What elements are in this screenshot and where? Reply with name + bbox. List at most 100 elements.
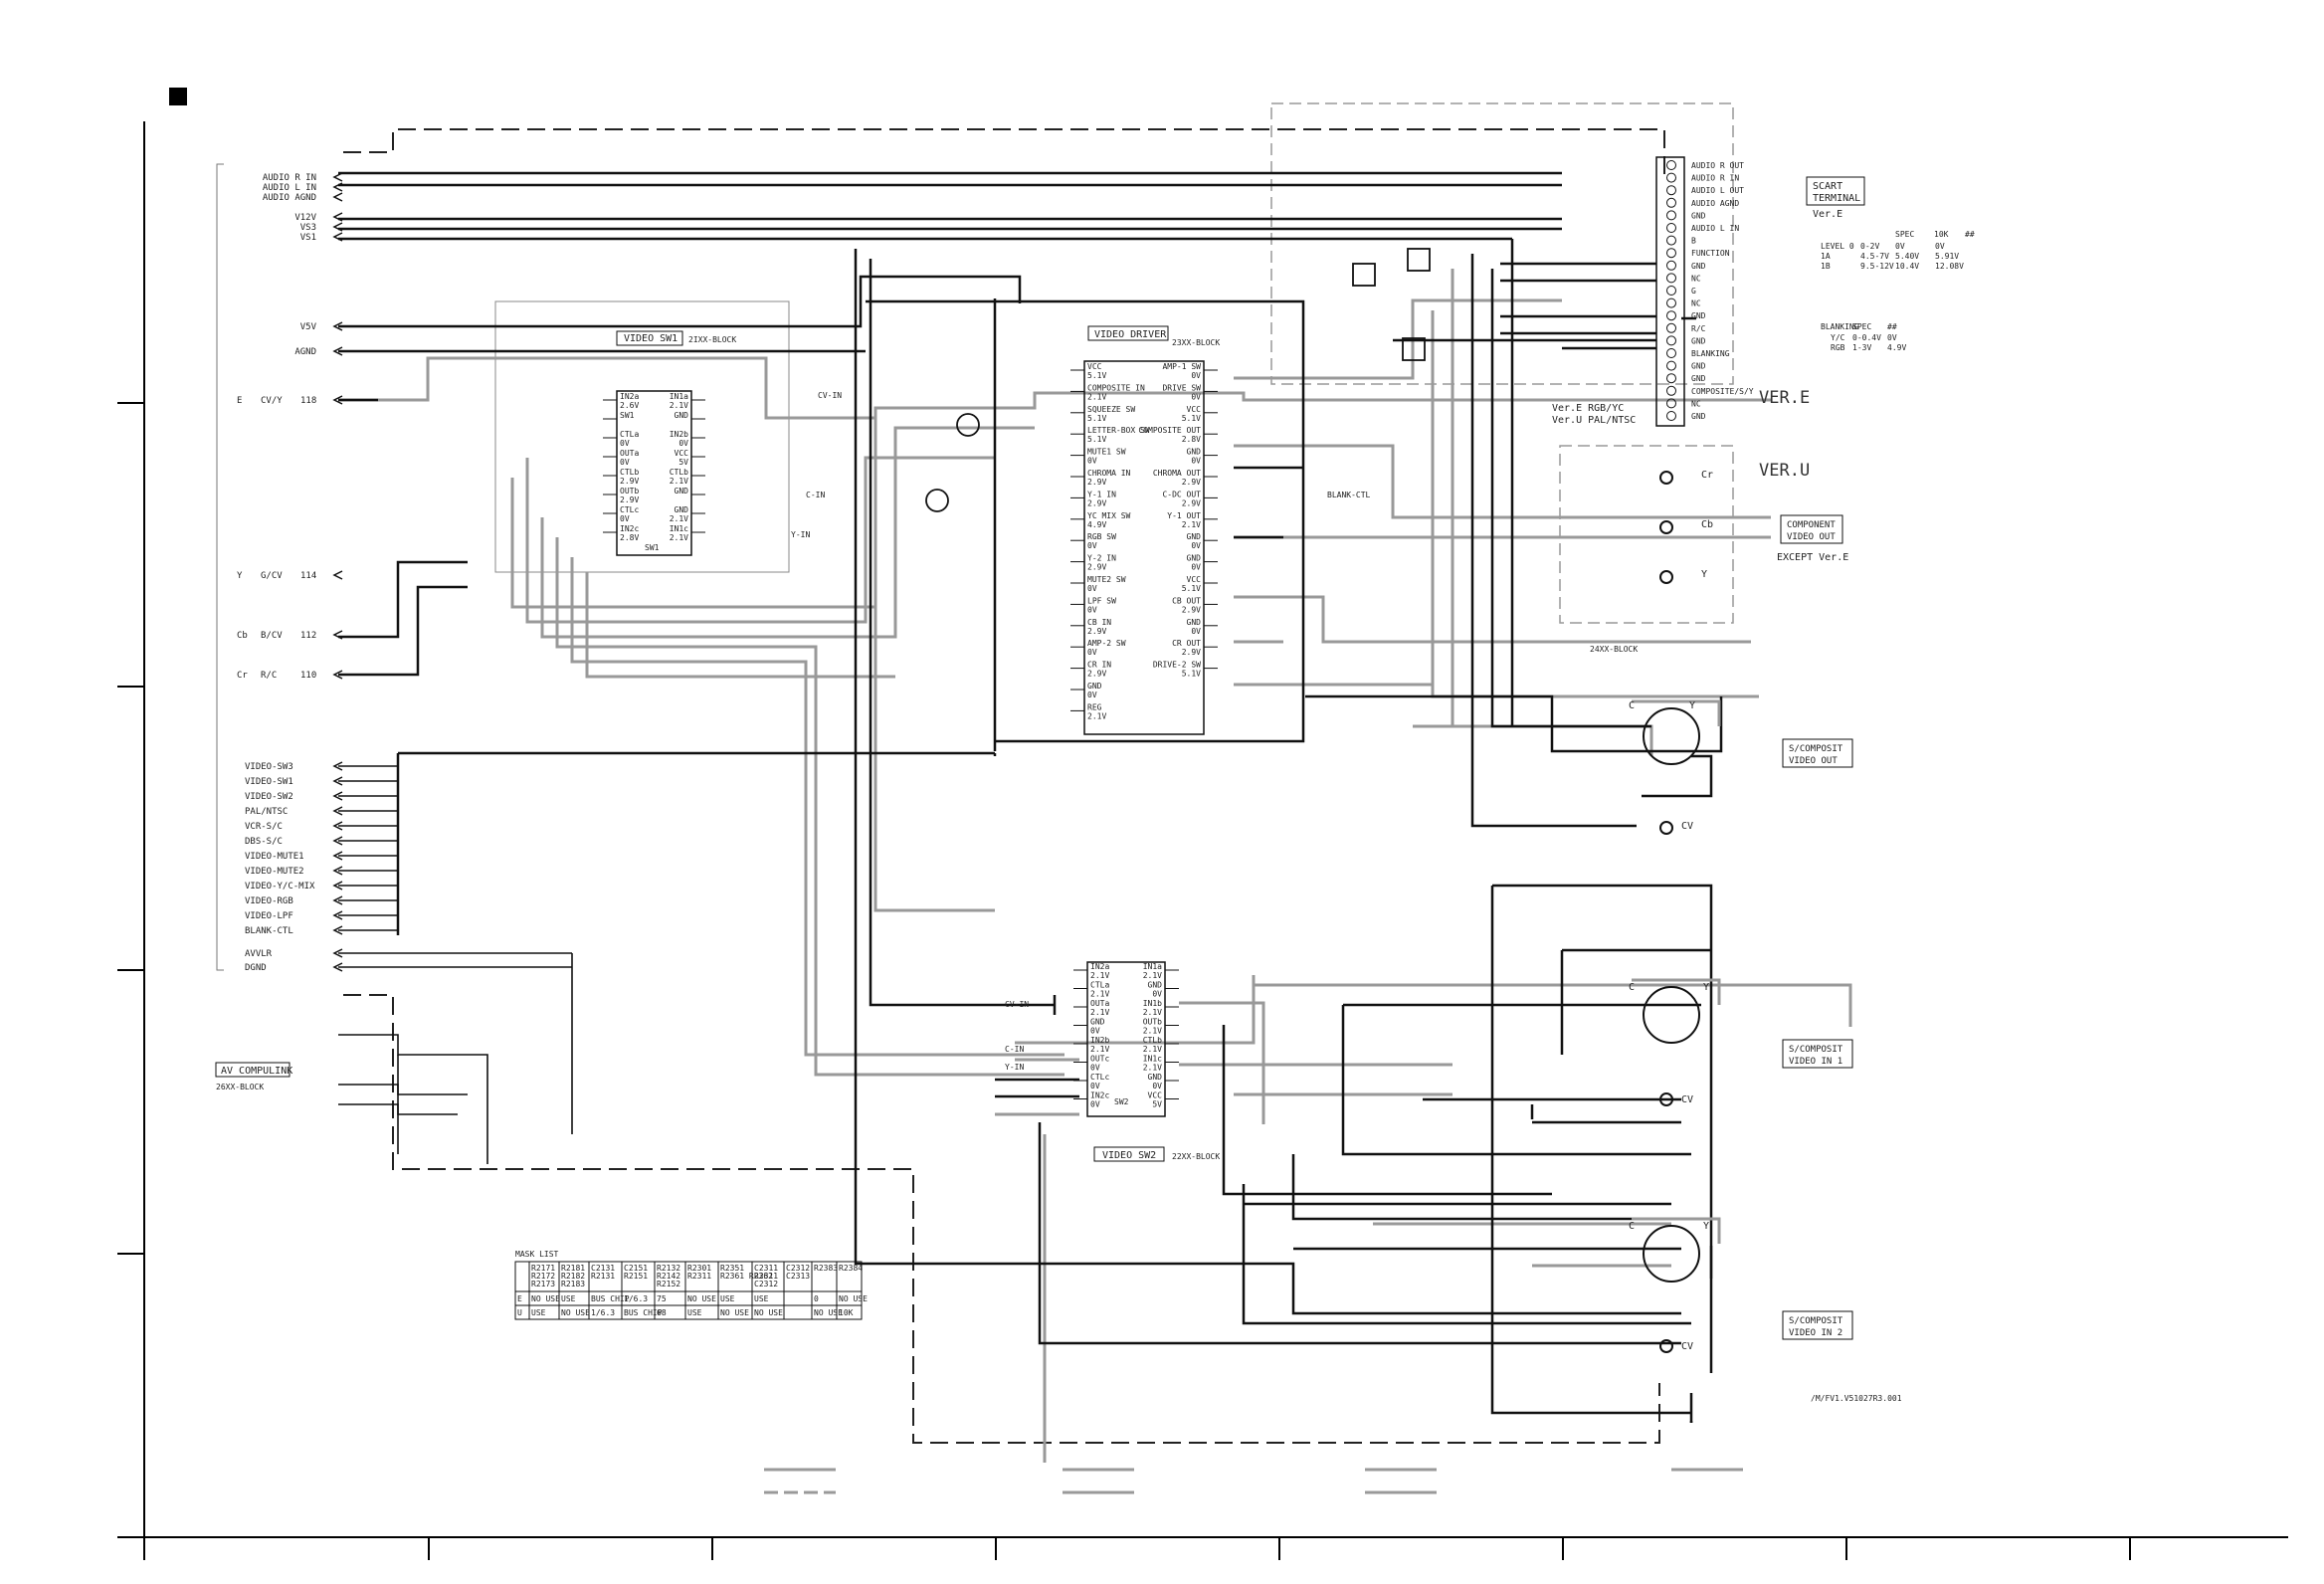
chip-pin-voltage: 2.9V: [1087, 498, 1106, 507]
cv-in-label-sw1: CV-IN: [818, 391, 842, 400]
c-label-in1: C: [1629, 982, 1635, 993]
input-label: G/CV: [261, 571, 283, 581]
chip-pin-voltage: 2.9V: [1182, 478, 1201, 487]
chip-pin-voltage: 2.1V: [1143, 971, 1162, 980]
chip-pin-voltage: 2.1V: [670, 514, 688, 523]
mask-list-cell: NO USE: [754, 1308, 783, 1317]
input-prefix-label: Cb: [237, 631, 248, 641]
s-in1-line2: VIDEO IN 1: [1789, 1057, 1842, 1067]
mask-list-header: R2142: [657, 1272, 680, 1281]
mask-list-header: R2173: [531, 1280, 555, 1288]
function-table-cell: 0-2V: [1860, 242, 1879, 251]
c-in-label-sw1: C-IN: [806, 491, 825, 499]
scart-pin: [1666, 172, 1676, 183]
control-signal-label: VIDEO-LPF: [245, 911, 293, 921]
mask-list-header: R2383: [814, 1264, 838, 1273]
scart-pin-label: G: [1691, 287, 1696, 296]
chip-pin-voltage: 0V: [1087, 691, 1097, 699]
dgnd-label: DGND: [245, 963, 267, 973]
video-driver-title: VIDEO DRIVER: [1094, 329, 1167, 340]
signal-arrow-icon: [332, 232, 343, 242]
input-pin-label: 118: [300, 396, 316, 406]
ver-e-region: [1270, 102, 1734, 385]
signal-arrow-icon: [332, 346, 343, 356]
chip-pin-voltage: 2.8V: [620, 533, 639, 542]
chip-pin-voltage: 5V: [1152, 1100, 1162, 1109]
scart-pin-label: NC: [1691, 299, 1701, 308]
function-table-cell: 12.08V: [1935, 262, 1964, 271]
chip-pin-voltage: 0V: [1087, 584, 1097, 593]
video-sw2-chip-label: SW2: [1114, 1097, 1129, 1106]
input-label: CV/Y: [261, 396, 283, 406]
input-label: R/C: [261, 671, 277, 681]
cv-jacks: [1659, 471, 1673, 1353]
chip-pin-name: COMPOSITE IN: [1087, 383, 1145, 392]
audio-signal-label: AUDIO L IN: [263, 183, 316, 193]
chip-pin-name: OUTa: [620, 449, 639, 458]
scart-pin: [1666, 197, 1676, 208]
video-sw2-tag: 22XX-BLOCK: [1172, 1152, 1220, 1161]
function-table-cell: 1A: [1821, 252, 1831, 261]
control-signal-label: VIDEO-SW2: [245, 792, 293, 802]
s-out-line1: S/COMPOSIT: [1789, 744, 1843, 754]
mask-list-header: R2301: [687, 1264, 711, 1273]
blanking-table-header: BLANKING: [1821, 322, 1859, 331]
chip-pin-name: MUTE1 SW: [1087, 448, 1126, 457]
mask-list-header: R2172: [531, 1272, 555, 1281]
scart-pin-label: GND: [1691, 336, 1706, 345]
mask-list-cell: BUS CHIP: [624, 1308, 663, 1317]
power-signal-label: V12V: [294, 213, 316, 223]
scart-pin-label: AUDIO L IN: [1691, 224, 1739, 233]
chip-pin-voltage: 2.9V: [1182, 648, 1201, 657]
chip-pin-name: IN1c: [670, 524, 688, 533]
mask-list-header: R2384: [839, 1264, 863, 1273]
video-driver-title-box: [1087, 325, 1169, 341]
scart-pin-label: BLANKING: [1691, 349, 1730, 358]
scart-pin: [1666, 373, 1676, 384]
cv-label-in2: CV: [1681, 1341, 1693, 1352]
chip-pin-name: C-DC OUT: [1162, 490, 1201, 498]
blanking-table-cell: RGB: [1831, 343, 1845, 352]
chip-pin-voltage: 2.8V: [1182, 435, 1201, 444]
mask-list-cell: NO USE: [561, 1308, 590, 1317]
scart-pin: [1666, 335, 1676, 346]
mask-list-header: C2313: [786, 1272, 810, 1281]
transistors: [925, 248, 1431, 512]
signal-arrow-icon: [332, 192, 343, 202]
scart-pin: [1666, 411, 1676, 421]
component-note: EXCEPT Ver.E: [1777, 552, 1848, 563]
function-table-cell: LEVEL 0: [1821, 242, 1854, 251]
chip-pin-name: AMP-2 SW: [1087, 639, 1126, 648]
y-label-in1: Y: [1703, 982, 1709, 993]
chip-pin-voltage: 5.1V: [1182, 670, 1201, 679]
chip-pin-voltage: 0V: [1090, 1100, 1100, 1109]
video-sw2-title-box: [1093, 1146, 1165, 1162]
mask-list-header: R2151: [624, 1272, 648, 1281]
cv-label-out: CV: [1681, 821, 1693, 832]
video-sw1-chip-label: SW1: [645, 543, 660, 552]
video-sw1-title: VIDEO SW1: [624, 333, 678, 344]
scart-pin-label: AUDIO L OUT: [1691, 186, 1744, 195]
mask-list-cell: BUS CHIP: [591, 1294, 630, 1303]
blank-ctl-label: BLANK-CTL: [1327, 491, 1371, 499]
mask-list-header: C2312: [786, 1264, 810, 1273]
comp-jack-cr: Cr: [1701, 470, 1713, 481]
chip-pin-voltage: 2.9V: [1087, 478, 1106, 487]
mask-list-cell: 1/6.3: [591, 1308, 615, 1317]
chip-pin-name: RGB SW: [1087, 532, 1116, 541]
control-signal-label: VIDEO-SW1: [245, 777, 293, 787]
scart-pin: [1666, 398, 1676, 409]
chip-pin-name: IN1b: [1143, 999, 1162, 1008]
chip-pin-name: GND: [1090, 1018, 1105, 1027]
chip-pin-voltage: 2.9V: [1182, 498, 1201, 507]
av-compulink-label: AV COMPULINK: [221, 1066, 292, 1077]
function-table-cell: 4.5-7V: [1860, 252, 1889, 261]
scart-pin-label: GND: [1691, 262, 1706, 271]
chip-pin-name: CTLc: [620, 505, 639, 514]
chip-pin-name: DRIVE-2 SW: [1153, 661, 1201, 670]
chip-pin-voltage: 0V: [1090, 1064, 1100, 1073]
mask-list-header: C2131: [591, 1264, 615, 1273]
control-signal-label: BLANK-CTL: [245, 926, 293, 936]
chip-pin-voltage: 2.1V: [1182, 520, 1201, 529]
frame-ticks: [117, 402, 2131, 1560]
